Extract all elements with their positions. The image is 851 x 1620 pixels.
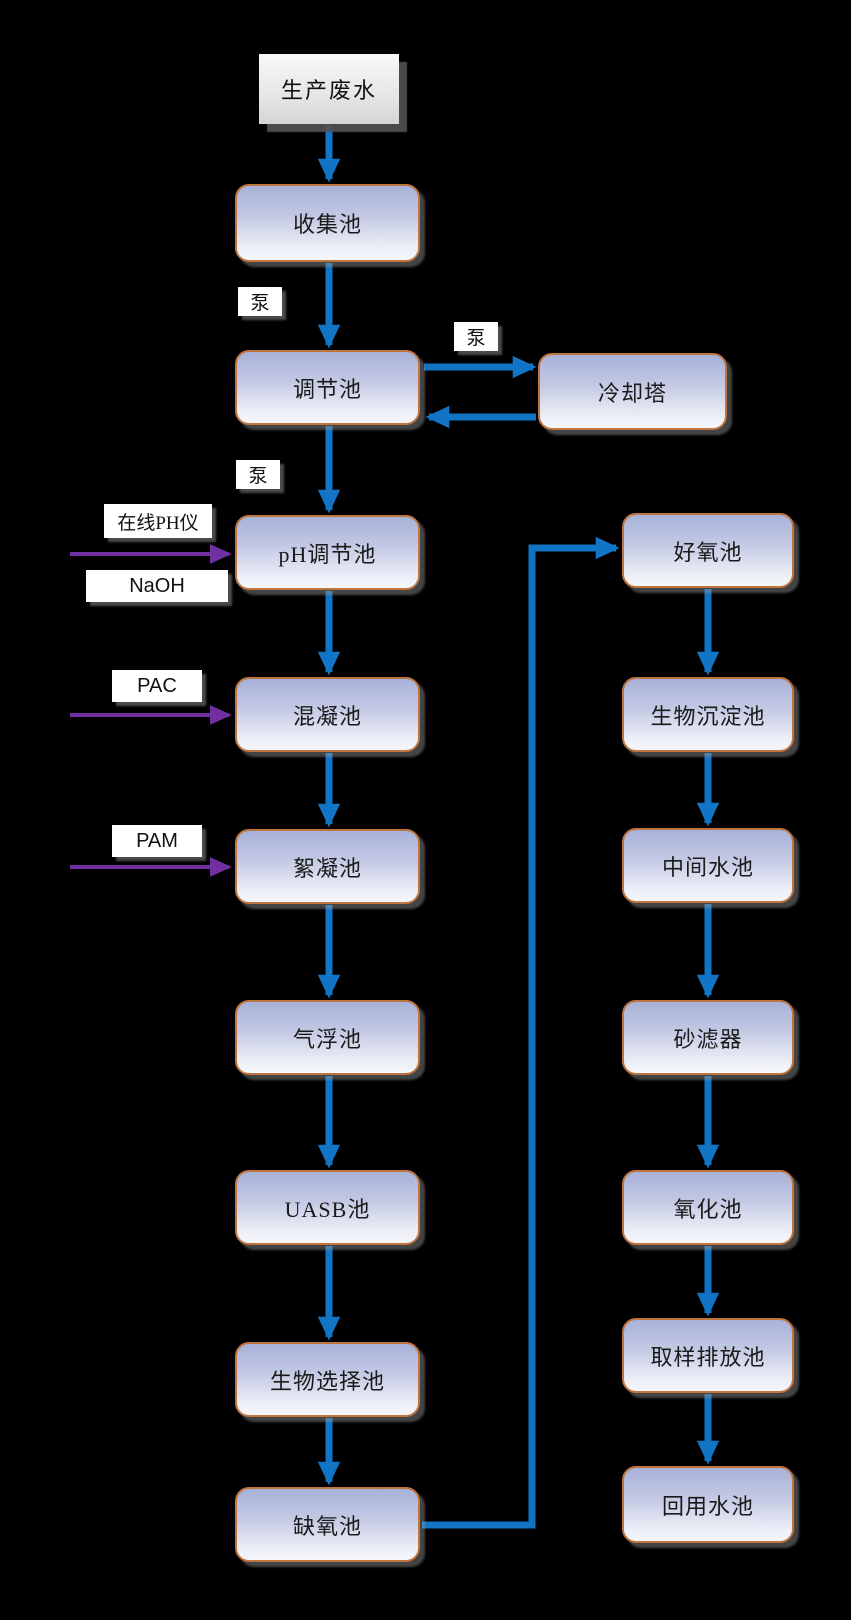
tag-pump-2: 泵 xyxy=(236,460,280,489)
node-bio-sedimentation-tank: 生物沉淀池 xyxy=(622,677,794,752)
tag-label: 泵 xyxy=(466,328,486,349)
node-sampling-discharge-tank: 取样排放池 xyxy=(622,1318,794,1393)
node-label: pH调节池 xyxy=(278,541,377,567)
tag-label: 泵 xyxy=(250,293,270,314)
node-label: 气浮池 xyxy=(292,1026,362,1052)
tag-pump-1: 泵 xyxy=(238,287,282,316)
tag-label: PAC xyxy=(137,674,177,697)
tag-label: 泵 xyxy=(248,466,268,487)
node-label: 生物选择池 xyxy=(269,1368,385,1394)
node-label: 氧化池 xyxy=(673,1196,743,1222)
node-collection-tank: 收集池 xyxy=(235,184,420,262)
node-production-wastewater: 生产废水 xyxy=(259,54,399,124)
node-label: 回用水池 xyxy=(661,1493,754,1519)
tag-label: NaOH xyxy=(129,574,185,597)
node-label: 冷却塔 xyxy=(597,380,667,406)
node-anoxic-tank: 缺氧池 xyxy=(235,1487,420,1562)
node-oxidation-tank: 氧化池 xyxy=(622,1170,794,1245)
node-bio-selection-tank: 生物选择池 xyxy=(235,1342,420,1417)
node-cooling-tower: 冷却塔 xyxy=(538,353,727,430)
node-sand-filter: 砂滤器 xyxy=(622,1000,794,1075)
arrow-anoxic-to-aerobic xyxy=(422,536,620,1529)
node-label: 生产废水 xyxy=(280,78,377,103)
node-ph-adjust-tank: pH调节池 xyxy=(235,515,420,590)
node-label: 收集池 xyxy=(292,212,362,237)
node-air-flotation-tank: 气浮池 xyxy=(235,1000,420,1075)
node-uasb-tank: UASB池 xyxy=(235,1170,420,1245)
node-label: UASB池 xyxy=(284,1196,371,1222)
node-regulation-tank: 调节池 xyxy=(235,350,420,425)
node-label: 中间水池 xyxy=(661,854,754,880)
node-label: 取样排放池 xyxy=(650,1344,766,1370)
node-label: 混凝池 xyxy=(292,703,362,729)
node-coagulation-tank: 混凝池 xyxy=(235,677,420,752)
node-intermediate-water-tank: 中间水池 xyxy=(622,828,794,903)
node-label: 砂滤器 xyxy=(673,1026,743,1052)
node-flocculation-tank: 絮凝池 xyxy=(235,829,420,904)
node-aerobic-tank: 好氧池 xyxy=(622,513,794,588)
tag-label: PAM xyxy=(136,829,178,852)
node-reuse-water-tank: 回用水池 xyxy=(622,1466,794,1543)
tag-naoh: NaOH xyxy=(86,570,228,602)
tag-pam: PAM xyxy=(112,825,202,857)
node-label: 生物沉淀池 xyxy=(650,703,766,729)
node-label: 絮凝池 xyxy=(292,855,362,881)
node-label: 好氧池 xyxy=(673,539,743,565)
node-label: 调节池 xyxy=(292,376,362,402)
node-label: 缺氧池 xyxy=(292,1513,362,1539)
tag-label: 在线PH仪 xyxy=(117,512,199,534)
tag-online-ph-meter: 在线PH仪 xyxy=(104,504,212,538)
tag-pac: PAC xyxy=(112,670,202,702)
tag-pump-3: 泵 xyxy=(454,322,498,351)
